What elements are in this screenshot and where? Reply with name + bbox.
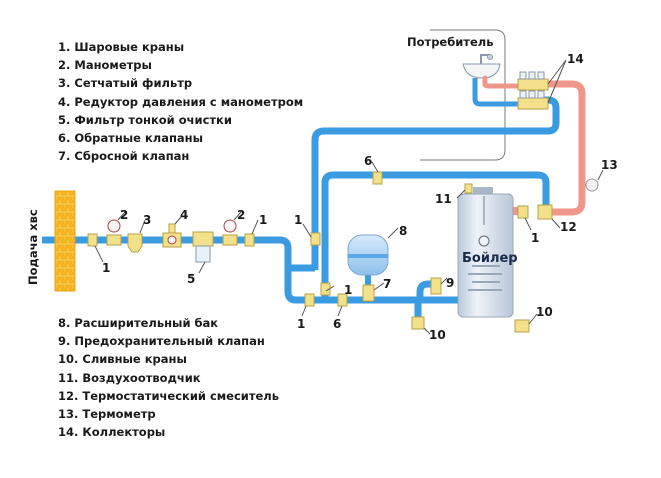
leader-lines (94, 59, 604, 335)
consumer-label: Потребитель (407, 35, 493, 49)
callout-8: 8 (399, 224, 407, 238)
ball-valve (244, 233, 255, 247)
boiler-label: Бойлер (462, 251, 518, 266)
manometer-icon (223, 219, 237, 233)
legend-item: 13. Термометр (58, 407, 156, 422)
callout-3: 3 (143, 213, 151, 227)
ball-valve (87, 233, 98, 247)
callout-1c: 1 (294, 213, 302, 227)
callout-6: 6 (364, 154, 372, 168)
thermometer-icon (585, 178, 599, 192)
legend-bottom: 8. Расширительный бак 9. Предохранительн… (58, 314, 279, 441)
legend-item: 6. Обратные клапаны (58, 131, 204, 146)
legend-item: 1. Шаровые краны (58, 40, 185, 54)
ball-valve (310, 232, 321, 246)
relief-valve (362, 284, 375, 302)
thermostatic-mixer (537, 204, 553, 220)
callout-numbers: 1 2 3 4 5 2 1 1 6 8 7 1 1 6 9 10 10 11 1… (102, 52, 618, 342)
sink-icon (462, 54, 501, 79)
fine-filter-bowl (195, 245, 211, 263)
pressure-reducer-top (168, 223, 176, 234)
legend-item: 10. Сливные краны (58, 352, 187, 367)
check-valve (337, 293, 348, 307)
manifold-cold (517, 90, 549, 110)
legend-item: 8. Расширительный бак (58, 316, 219, 330)
manometer-icon (107, 219, 121, 233)
ball-valve (304, 293, 315, 307)
callout-2b: 2 (237, 208, 245, 222)
boiler: Бойлер (457, 187, 518, 318)
legend-item: 14. Коллекторы (58, 425, 166, 440)
legend-item: 12. Термостатический смеситель (58, 388, 280, 403)
legend-item: 11. Воздухоотводчик (58, 370, 201, 385)
callout-1: 1 (102, 261, 110, 275)
callout-1b: 1 (259, 213, 267, 227)
expansion-tank (347, 234, 389, 276)
callout-1d: 1 (344, 283, 352, 297)
air-vent (464, 183, 473, 194)
callout-6b: 6 (333, 317, 341, 331)
safety-valve (430, 277, 442, 295)
gauges (107, 219, 237, 245)
callout-12: 12 (560, 220, 577, 234)
callout-4: 4 (180, 208, 188, 222)
callout-2: 2 (120, 208, 128, 222)
callout-14: 14 (567, 52, 584, 66)
drain-valve (411, 316, 425, 330)
callout-5: 5 (187, 272, 195, 286)
callout-1e: 1 (297, 317, 305, 331)
legend-top: 1. Шаровые краны 2. Манометры 3. Сетчаты… (58, 38, 303, 165)
fine-filter (192, 231, 214, 247)
callout-13: 13 (601, 158, 618, 172)
consumer-boundary (420, 29, 506, 161)
brick-wall (54, 190, 76, 292)
callout-9: 9 (446, 276, 454, 290)
legend-item: 3. Сетчатый фильтр (58, 76, 193, 91)
callout-1f: 1 (531, 231, 539, 245)
check-valve (372, 171, 383, 185)
callout-11: 11 (435, 192, 452, 206)
manometer-fitting (106, 234, 122, 246)
callout-7: 7 (383, 277, 391, 291)
legend-item: 4. Редуктор давления с манометром (58, 94, 304, 109)
callout-10: 10 (429, 328, 446, 342)
reducer-gauge-icon (167, 235, 177, 245)
cold-water-pipes (42, 78, 560, 318)
legend-item: 9. Предохранительный клапан (58, 334, 265, 349)
ball-valve (517, 205, 529, 219)
manifold-hot (517, 71, 549, 91)
legend-item: 5. Фильтр тонкой очистки (58, 112, 232, 127)
supply-label: Подача хвс (26, 209, 40, 285)
strainer-filter (127, 233, 143, 253)
manometer-fitting (222, 234, 238, 246)
legend-item: 2. Манометры (58, 58, 152, 73)
drain-valve (514, 319, 530, 333)
callout-10b: 10 (536, 305, 553, 319)
legend-item: 7. Сбросной клапан (58, 149, 190, 164)
fittings (87, 171, 553, 333)
